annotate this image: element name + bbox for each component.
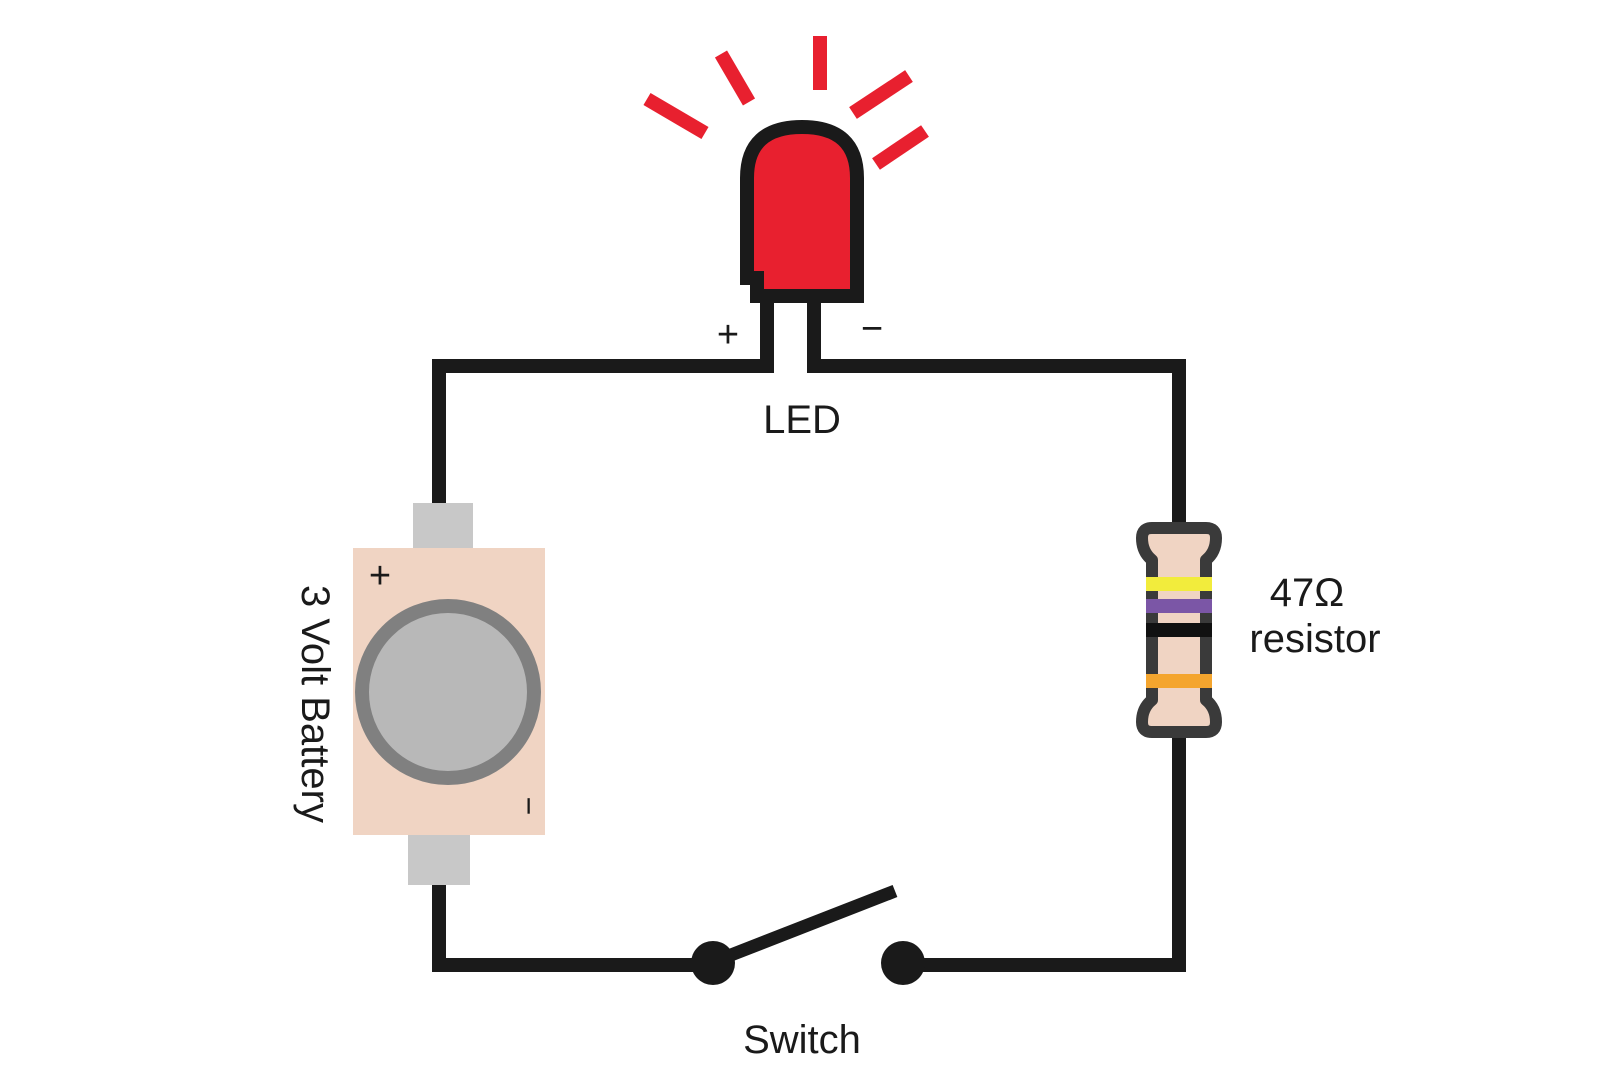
battery-plus-label: + [369, 555, 391, 597]
battery-minus-label: − [511, 797, 547, 816]
battery-bottom-terminal [408, 833, 470, 885]
led: + − LED [643, 36, 929, 442]
led-body [740, 119, 864, 303]
switch-label: Switch [743, 1018, 861, 1062]
led-ray-1 [643, 92, 709, 140]
resistor-band-2 [1146, 599, 1212, 613]
led-plus-label: + [717, 314, 739, 356]
wire-battery-to-switch [432, 885, 713, 972]
resistor-value-label: 47Ω [1270, 571, 1344, 615]
battery-cell [355, 599, 541, 785]
wire-resistor-to-switch [903, 735, 1186, 972]
resistor-word-label: resistor [1249, 617, 1380, 661]
resistor: 47Ω resistor [1136, 522, 1381, 738]
led-ray-5 [872, 125, 929, 170]
switch-lever [710, 884, 898, 969]
led-minus-label: − [861, 308, 883, 350]
resistor-band-1 [1146, 577, 1212, 591]
led-ray-2 [714, 50, 756, 106]
battery-label: 3 Volt Battery [293, 585, 337, 823]
resistor-band-4 [1146, 674, 1212, 688]
led-cathode-leg [807, 300, 821, 370]
switch-left-contact [691, 941, 735, 985]
battery: + − 3 Volt Battery [293, 503, 547, 885]
led-ray-4 [849, 70, 913, 119]
resistor-band-3 [1146, 623, 1212, 637]
switch: Switch [691, 884, 925, 1062]
led-label: LED [763, 398, 841, 442]
led-anode-leg [760, 300, 774, 370]
switch-right-contact [881, 941, 925, 985]
battery-top-terminal [413, 503, 473, 553]
led-light-rays [643, 36, 929, 170]
